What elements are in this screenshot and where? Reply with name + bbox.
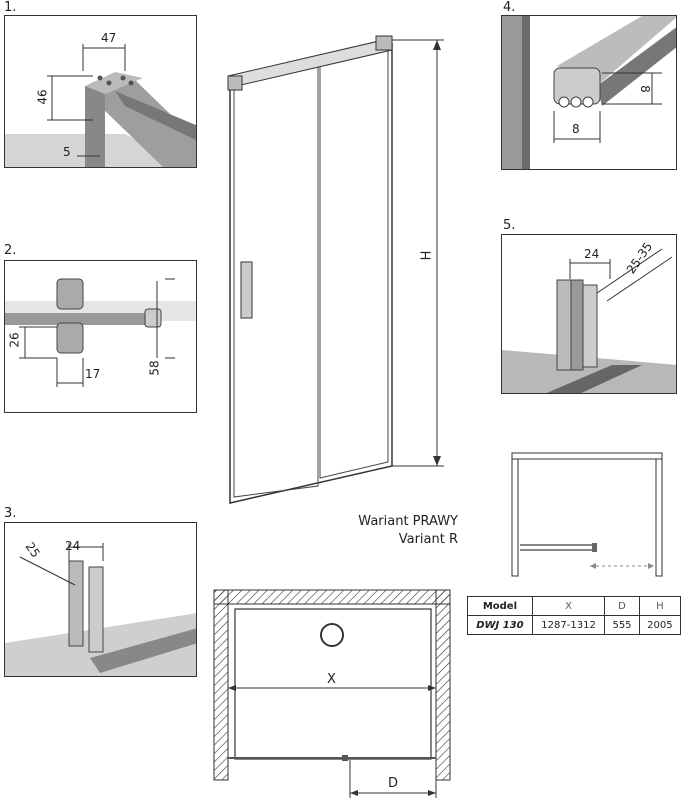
- panel-3-drawing: [5, 543, 196, 676]
- panel-1-dim-width: 47: [101, 31, 117, 45]
- panel-2-dim-width: 17: [85, 367, 101, 381]
- panel-1-drawing: [5, 44, 196, 167]
- panel-2-dim-clamp: 26: [7, 332, 22, 348]
- panel-5-dim-width: 24: [584, 247, 600, 261]
- spec-table: Model X D H DWJ 130 1287-1312 555 2005: [467, 596, 682, 635]
- detail-panel-1: 47 46 5: [4, 15, 197, 168]
- main-height-label: H: [419, 250, 435, 261]
- detail-panel-3: 25 24: [4, 522, 197, 677]
- panel-1-label: 1.: [4, 0, 17, 15]
- spec-cell-h: 2005: [638, 615, 682, 635]
- plan-x-label: X: [327, 672, 336, 687]
- panel-2-drawing: [5, 278, 196, 387]
- detail-panel-5: 24 25-35: [501, 234, 677, 394]
- panel-1-dim-height: 46: [35, 89, 50, 105]
- panel-1-dim-thickness: 5: [63, 145, 71, 159]
- panel-3-dim-width: 24: [65, 539, 81, 553]
- plan-d-label: D: [388, 776, 399, 791]
- panel-4-drawing: [502, 16, 676, 169]
- spec-header-x: X: [531, 596, 606, 616]
- variant-line-1: Wariant PRAWY: [358, 514, 458, 529]
- panel-4-label: 4.: [503, 0, 516, 15]
- spec-header-d: D: [604, 596, 640, 616]
- detail-panel-4: 8 8: [501, 15, 677, 170]
- panel-5-label: 5.: [503, 218, 516, 233]
- panel-2-dim-height: 58: [147, 360, 162, 376]
- panel-4-dim-height: 8: [637, 85, 652, 93]
- spec-header-h: H: [638, 596, 682, 616]
- panel-3-label: 3.: [4, 506, 17, 521]
- spec-cell-model: DWJ 130: [467, 615, 533, 635]
- variant-line-2: Variant R: [398, 532, 458, 547]
- table-row: DWJ 130 1287-1312 555 2005: [467, 615, 682, 635]
- panel-2-label: 2.: [4, 243, 17, 258]
- panel-5-drawing: [502, 248, 676, 393]
- spec-header-model: Model: [467, 596, 533, 616]
- spec-table-header-row: Model X D H: [467, 596, 682, 616]
- spec-cell-d: 555: [604, 615, 640, 635]
- detail-panel-2: 26 17 58: [4, 260, 197, 413]
- panel-4-dim-width: 8: [572, 122, 580, 136]
- spec-cell-x: 1287-1312: [531, 615, 606, 635]
